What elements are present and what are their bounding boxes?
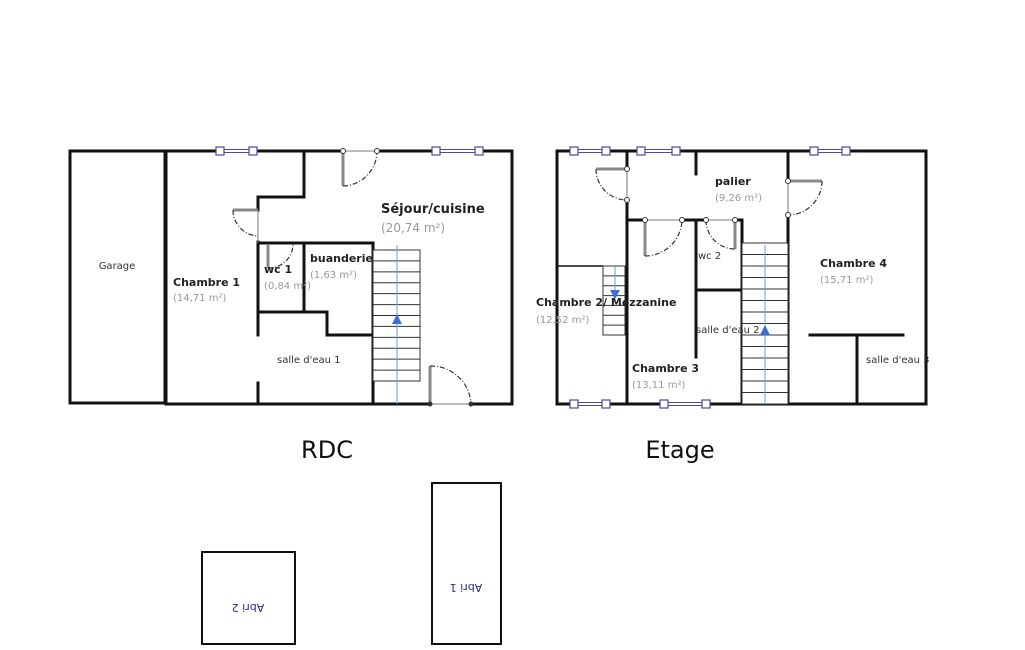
door[interactable] bbox=[703, 217, 738, 250]
room-area: (1,63 m²) bbox=[310, 270, 357, 281]
window bbox=[569, 399, 611, 409]
room-name: Chambre 1 bbox=[173, 276, 240, 289]
garage-outline bbox=[68, 149, 167, 405]
room-area: (13,11 m²) bbox=[632, 380, 685, 391]
window bbox=[569, 146, 611, 156]
room-name: Chambre 3 bbox=[632, 362, 699, 375]
room-area: (15,71 m²) bbox=[820, 275, 873, 286]
room-area: (9,26 m²) bbox=[715, 193, 762, 204]
window bbox=[809, 146, 851, 156]
room-name: wc 2 bbox=[698, 251, 721, 262]
window bbox=[215, 146, 258, 156]
level-label-rdc: RDC bbox=[301, 436, 353, 464]
stair-up-arrow-icon bbox=[760, 325, 770, 335]
door[interactable] bbox=[785, 178, 823, 218]
room-area: (12,52 m²) bbox=[536, 315, 589, 326]
wall bbox=[256, 149, 306, 212]
garage-label: Garage bbox=[99, 261, 136, 272]
door[interactable] bbox=[340, 148, 380, 187]
rdc-outline bbox=[164, 149, 514, 406]
room-name: palier bbox=[715, 175, 751, 188]
rdc-plan: Garage bbox=[68, 146, 514, 464]
etage-plan: palier (9,26 m²) Chambre 2/ Mezzanine (1… bbox=[536, 146, 929, 464]
stair-down-arrow-icon bbox=[610, 290, 620, 299]
door[interactable] bbox=[595, 166, 630, 203]
mezzanine-staircase bbox=[602, 265, 626, 336]
level-label-etage: Etage bbox=[645, 436, 714, 464]
room-area: (14,71 m²) bbox=[173, 293, 226, 304]
room-name: salle d'eau 3 bbox=[866, 355, 929, 366]
abri-2: Abri 2 bbox=[201, 551, 296, 645]
room-name: Chambre 2/ Mezzanine bbox=[536, 296, 676, 309]
stair-outline bbox=[602, 265, 626, 336]
room-area: (0,84 m²) bbox=[264, 281, 311, 292]
room-name: Séjour/cuisine bbox=[381, 202, 485, 217]
room-name: wc 1 bbox=[264, 263, 292, 276]
door[interactable] bbox=[232, 208, 259, 243]
room-area: (20,74 m²) bbox=[381, 221, 445, 235]
room-name: salle d'eau 1 bbox=[277, 355, 340, 366]
room-name: salle d'eau 2 bbox=[696, 325, 759, 336]
abri-1: Abri 1 bbox=[431, 482, 502, 645]
window bbox=[659, 399, 711, 409]
window bbox=[636, 146, 681, 156]
room-name: Chambre 4 bbox=[820, 257, 887, 270]
window bbox=[431, 146, 484, 156]
door[interactable] bbox=[427, 365, 474, 407]
abri-2-label: Abri 2 bbox=[232, 601, 265, 614]
room-name: buanderie bbox=[310, 252, 373, 265]
door[interactable] bbox=[642, 217, 685, 257]
abri-1-label: Abri 1 bbox=[450, 581, 483, 594]
door[interactable] bbox=[266, 243, 294, 269]
stair-up-arrow-icon bbox=[392, 314, 402, 324]
